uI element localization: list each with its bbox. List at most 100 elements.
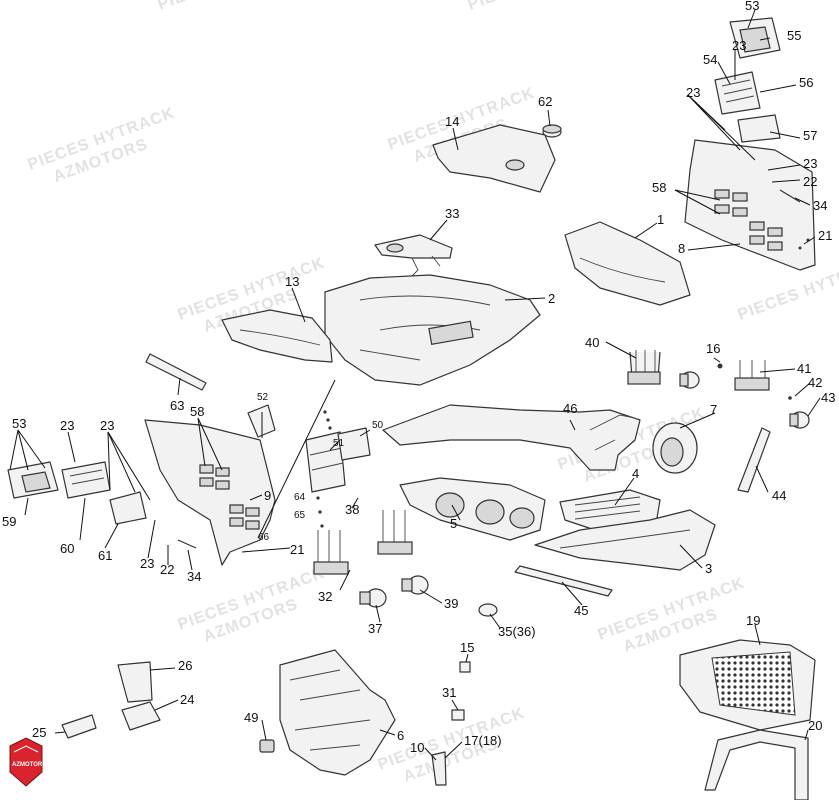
brand-logo: AZMOTORS — [9, 737, 46, 787]
callout-23: 23 — [100, 418, 114, 433]
callout-23: 23 — [686, 85, 700, 100]
callout-2: 2 — [548, 291, 555, 306]
callout-19: 19 — [746, 613, 760, 628]
callout-52: 52 — [257, 392, 269, 403]
callout-10: 10 — [410, 740, 424, 755]
part-front-body-2 — [324, 274, 541, 386]
callout-5: 5 — [450, 516, 457, 531]
callout-32: 32 — [318, 589, 332, 604]
callout-7: 7 — [710, 402, 717, 417]
callout-43: 43 — [821, 390, 835, 405]
part-seal-57 — [737, 114, 781, 143]
part-housing-7 — [652, 422, 698, 474]
callout-44: 44 — [772, 488, 786, 503]
callout-15: 15 — [460, 640, 474, 655]
callout-66: 66 — [258, 532, 270, 543]
callout-1: 1 — [657, 212, 664, 227]
callout-37: 37 — [368, 621, 382, 636]
callout-33: 33 — [445, 206, 459, 221]
callout-23: 23 — [140, 556, 154, 571]
part-cap-62 — [542, 124, 562, 138]
callout-3: 3 — [705, 561, 712, 576]
callout-22: 22 — [803, 174, 817, 189]
part-upper-cover-14 — [432, 124, 556, 193]
callout-13: 13 — [285, 274, 299, 289]
watermark-line1: PIECES HYTRACK — [156, 0, 308, 14]
callout-31: 31 — [442, 685, 456, 700]
part-side-panel-8 — [684, 139, 816, 271]
callout-24: 24 — [180, 692, 194, 707]
callout-42: 42 — [808, 375, 822, 390]
watermark-line1: PIECES HYTRACK — [466, 0, 618, 14]
callout-61: 61 — [98, 548, 112, 563]
part-frame-6 — [279, 649, 396, 776]
callout-58: 58 — [190, 404, 204, 419]
part-strip-34a — [779, 189, 801, 203]
callout-65: 65 — [294, 510, 306, 521]
callout-55: 55 — [787, 28, 801, 43]
part-screw-16 — [717, 363, 723, 369]
part-seat-cover-1 — [564, 221, 691, 306]
callout-6: 6 — [397, 728, 404, 743]
callout-8: 8 — [678, 241, 685, 256]
part-strip-45 — [514, 565, 613, 597]
part-strip-63 — [145, 353, 207, 391]
callout-49: 49 — [244, 710, 258, 725]
part-side-cover-13 — [221, 309, 333, 363]
callout-39: 39 — [444, 596, 458, 611]
callout-21: 21 — [818, 228, 832, 243]
part-lower-fairing-3 — [534, 509, 716, 571]
callout-45: 45 — [574, 603, 588, 618]
callout-25: 25 — [32, 725, 46, 740]
callout-34: 34 — [813, 198, 827, 213]
part-trim-20 — [704, 729, 809, 800]
part-mesh-panel-19 — [679, 639, 816, 731]
part-bracket-33 — [374, 234, 453, 277]
callout-4: 4 — [632, 466, 639, 481]
callout-60: 60 — [60, 541, 74, 556]
part-grommet-49 — [259, 739, 275, 753]
callout-23: 23 — [732, 38, 746, 53]
logo-text: AZMOTORS — [12, 762, 46, 768]
part-screws-64-65-66 — [316, 410, 332, 528]
part-bracket-25 — [61, 714, 97, 739]
callout-20: 20 — [808, 718, 822, 733]
callout-54: 54 — [703, 52, 717, 67]
part-switch-frame-60 — [61, 461, 111, 499]
part-clip-15 — [459, 661, 471, 673]
callout-50: 50 — [372, 420, 384, 431]
part-bracket-32 — [313, 530, 349, 575]
callout-59: 59 — [2, 514, 16, 529]
part-lamp-43 — [789, 411, 810, 429]
callout-57: 57 — [803, 128, 817, 143]
callout-1718: 17(18) — [464, 733, 502, 748]
part-side-panel-9 — [144, 419, 276, 566]
part-switch-cover-55 — [729, 17, 781, 59]
part-lamp-39 — [401, 575, 429, 595]
leader-lines — [9, 9, 821, 761]
part-clip-31 — [451, 709, 465, 721]
part-light-housing-5 — [399, 477, 546, 541]
callout-62: 62 — [538, 94, 552, 109]
part-bracket-1718 — [431, 751, 447, 786]
part-switch-cover-59 — [7, 461, 59, 499]
part-gasket-51 — [305, 431, 346, 493]
part-gasket-50 — [337, 427, 371, 461]
callout-38: 38 — [345, 502, 359, 517]
callout-14: 14 — [445, 114, 459, 129]
callout-23: 23 — [803, 156, 817, 171]
part-strip-34b — [177, 539, 197, 549]
callout-3536: 35(36) — [498, 624, 536, 639]
callout-51: 51 — [333, 438, 345, 449]
callout-22: 22 — [160, 562, 174, 577]
part-bracket-41 — [734, 360, 770, 391]
callout-9: 9 — [264, 488, 271, 503]
callout-16: 16 — [706, 341, 720, 356]
part-switch-frame-56 — [714, 71, 761, 115]
callout-26: 26 — [178, 658, 192, 673]
part-screw-42 — [788, 396, 792, 400]
part-bulb-3536 — [478, 603, 498, 617]
part-seal-61 — [109, 491, 147, 525]
callout-46: 46 — [563, 401, 577, 416]
